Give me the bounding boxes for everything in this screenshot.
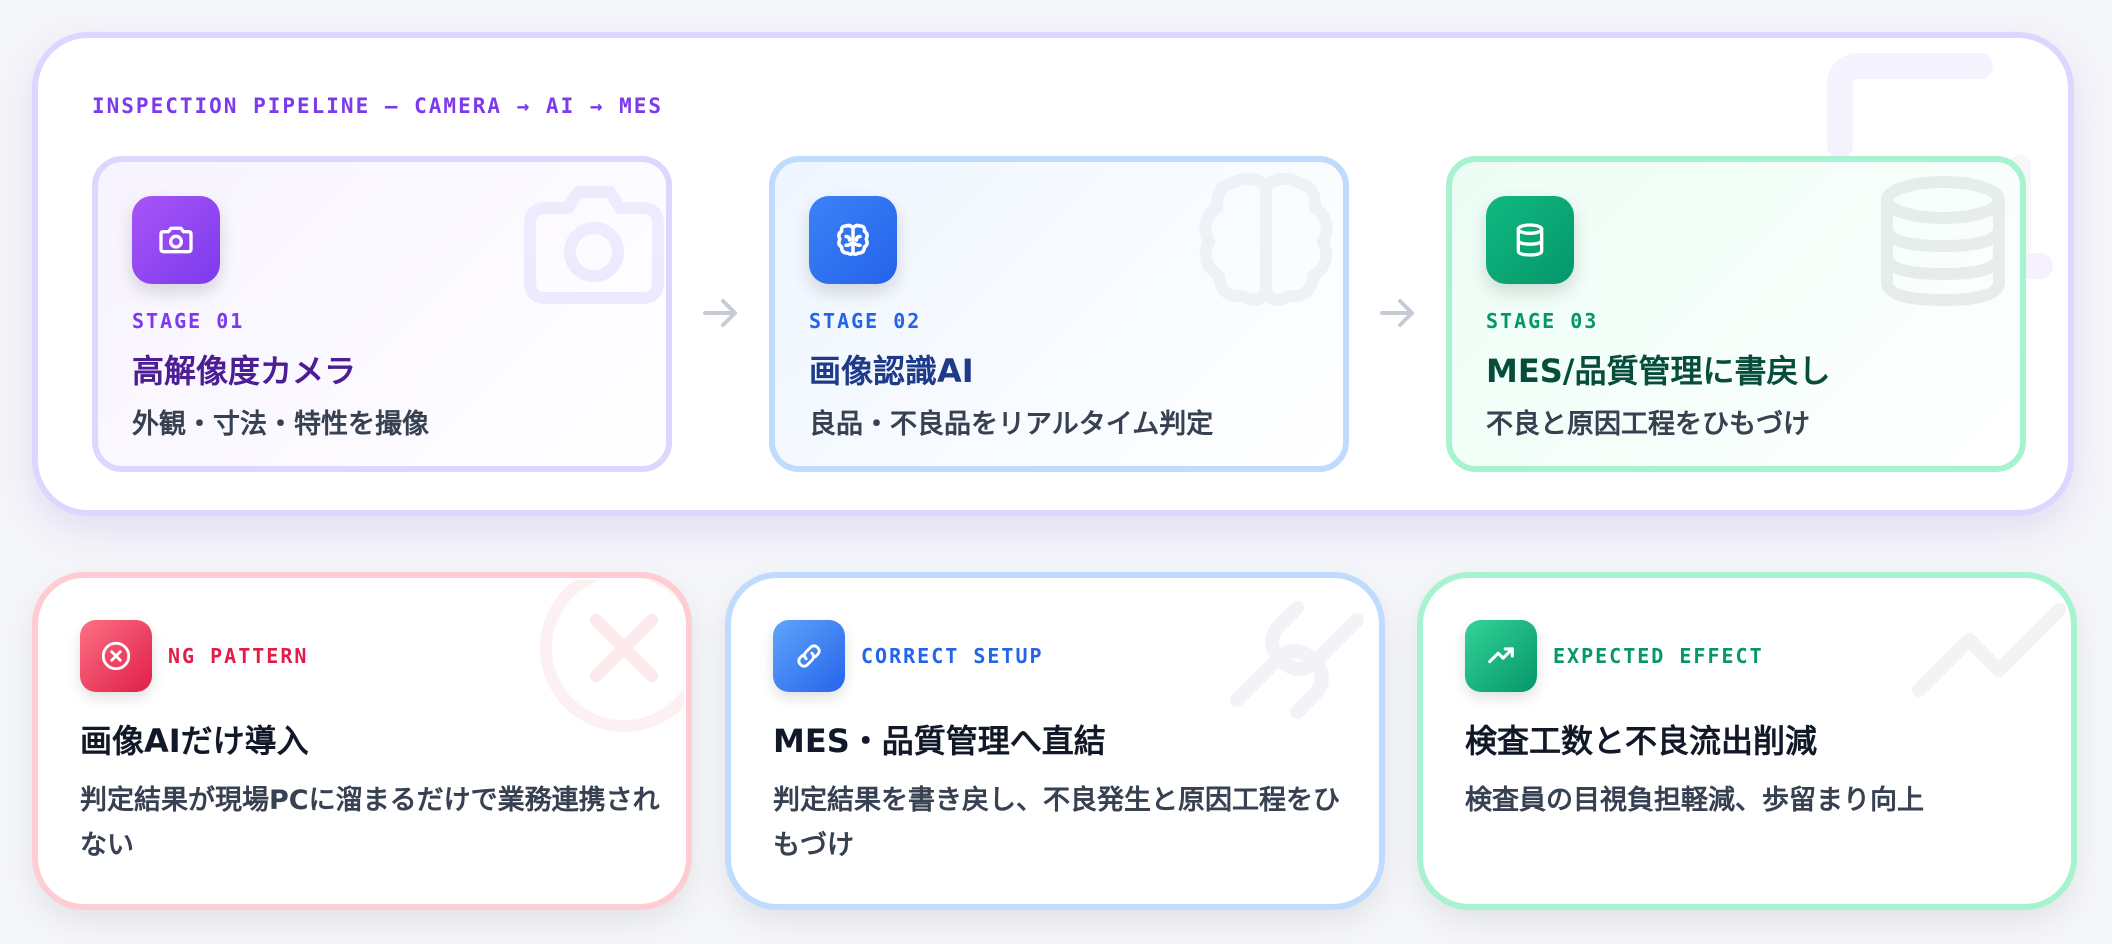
card-description: 判定結果を書き戻し、不良発生と原因工程をひもづけ — [773, 785, 1340, 861]
arrow-right-icon — [1380, 299, 1414, 327]
stage-title: 画像認識AI — [809, 352, 974, 390]
stage-title: MES/品質管理に書戻し — [1486, 352, 1831, 390]
card-title: 検査工数と不良流出削減 — [1465, 722, 1818, 760]
expected-effect-card: EXPECTED EFFECT 検査工数と不良流出削減 検査員の目視負担軽減、歩… — [1417, 572, 2077, 910]
stage-description: 外観・寸法・特性を撮像 — [132, 409, 429, 440]
card-description: 検査員の目視負担軽減、歩留まり向上 — [1465, 785, 1924, 816]
stage-title: 高解像度カメラ — [132, 352, 357, 390]
arrow-right-icon — [703, 299, 737, 327]
camera-icon — [132, 196, 220, 284]
card-tag: NG PATTERN — [168, 644, 309, 668]
stage-ai-card: STAGE 02 画像認識AI 良品・不良品をリアルタイム判定 — [769, 156, 1349, 472]
correct-setup-card: CORRECT SETUP MES・品質管理へ直結 判定結果を書き戻し、不良発生… — [725, 572, 1385, 910]
stage-number: STAGE 01 — [132, 309, 245, 333]
stage-number: STAGE 03 — [1486, 309, 1599, 333]
card-description: 判定結果が現場PCに溜まるだけで業務連携されない — [80, 785, 660, 861]
card-tag: CORRECT SETUP — [861, 644, 1044, 668]
database-icon — [1486, 196, 1574, 284]
card-title: MES・品質管理へ直結 — [773, 722, 1106, 760]
x-circle-watermark-icon — [540, 580, 684, 732]
x-circle-icon — [80, 620, 152, 692]
ng-pattern-card: NG PATTERN 画像AIだけ導入 判定結果が現場PCに溜まるだけで業務連携… — [32, 572, 692, 910]
pipeline-label: INSPECTION PIPELINE — CAMERA → AI → MES — [92, 94, 664, 118]
link-icon — [773, 620, 845, 692]
stage-number: STAGE 02 — [809, 309, 922, 333]
stage-mes-card: STAGE 03 MES/品質管理に書戻し 不良と原因工程をひもづけ — [1446, 156, 2026, 472]
inspection-pipeline-panel: INSPECTION PIPELINE — CAMERA → AI → MES … — [32, 32, 2074, 516]
brain-icon — [809, 196, 897, 284]
stage-description: 良品・不良品をリアルタイム判定 — [809, 409, 1214, 440]
stage-camera-card: STAGE 01 高解像度カメラ 外観・寸法・特性を撮像 — [92, 156, 672, 472]
card-tag: EXPECTED EFFECT — [1553, 644, 1764, 668]
camera-watermark-icon — [524, 186, 664, 304]
link-watermark-icon — [1230, 601, 1364, 719]
card-title: 画像AIだけ導入 — [80, 722, 309, 760]
trending-up-watermark-icon — [1912, 603, 2066, 697]
trending-up-icon — [1465, 620, 1537, 692]
brain-watermark-icon — [1199, 172, 1333, 307]
database-watermark-icon — [1881, 176, 2005, 307]
stage-description: 不良と原因工程をひもづけ — [1486, 409, 1810, 440]
